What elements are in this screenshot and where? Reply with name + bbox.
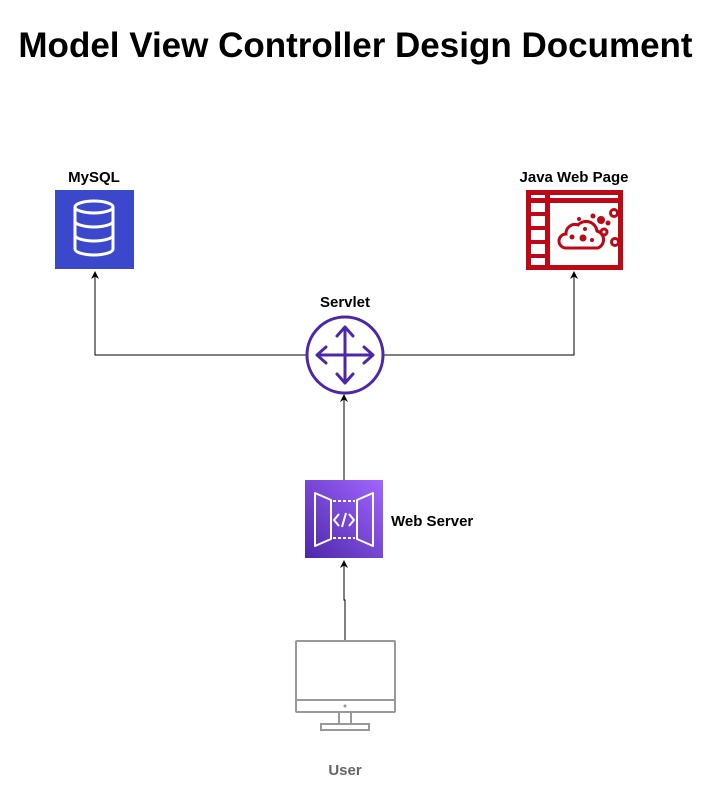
api-gateway-icon [305,480,383,558]
edge-servlet-to-mysql [91,271,306,356]
database-icon [55,190,134,269]
router-arrows-icon [305,315,385,395]
page-title: Model View Controller Design Document [18,26,693,65]
monitor-icon [295,640,396,731]
servlet-label: Servlet [319,294,371,311]
edge-servlet-to-java-web-page [384,271,578,356]
edge-user-to-web-server [340,560,348,640]
java-web-page-label: Java Web Page [519,169,629,186]
mysql-label: MySQL [68,169,120,186]
user-label: User [328,762,362,779]
web-page-cloud-icon [526,190,623,270]
connectors [91,271,578,640]
web-server-label: Web Server [391,513,474,530]
